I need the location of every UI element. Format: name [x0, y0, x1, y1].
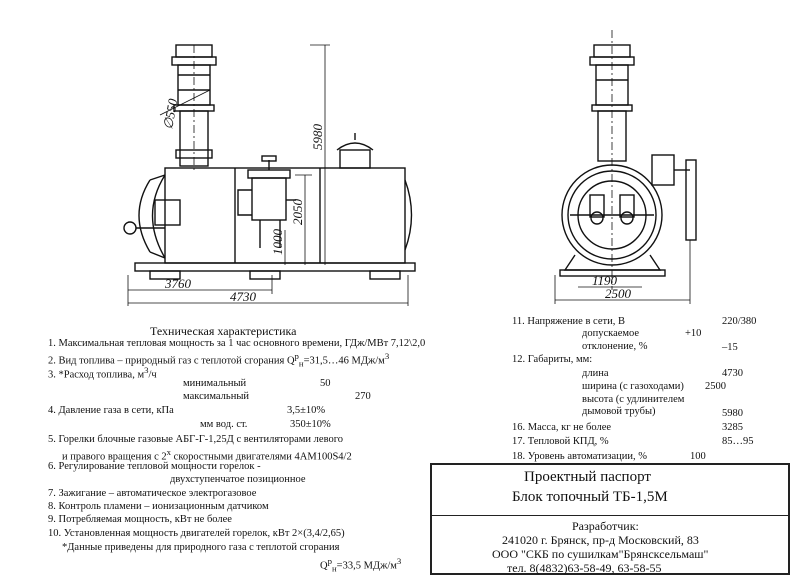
stamp-developer-label: Разработчик: [572, 519, 639, 533]
stamp-title-2: Блок топочный ТБ-1,5М [512, 489, 668, 505]
spec-allowable-label: допускаемое [582, 328, 640, 339]
stamp-organization: ООО "СКБ по сушилкам"Брянсксельмаш" [492, 547, 709, 561]
dim-length-3760: 3760 [164, 276, 192, 291]
spec-length-value: 4730 [722, 368, 743, 379]
spec-line-6b: двухступенчатое позиционное [170, 474, 306, 485]
spec-width-label: ширина (с газоходами) [582, 381, 684, 392]
spec-line-18: 18. Уровень автоматизации, % [512, 451, 648, 462]
spec-line-11: 11. Напряжение в сети, В [512, 316, 625, 327]
spec-kpa-value: 3,5±10% [287, 405, 326, 416]
dim-length-4730: 4730 [230, 289, 257, 304]
technical-drawing: ∅550 5980 2050 1000 3760 4730 1190 2500 [123, 30, 697, 306]
spec-deviation-label: отклонение, % [582, 341, 648, 352]
spec-plus10: +10 [685, 328, 702, 339]
spec-max-label: максимальный [183, 391, 249, 402]
spec-minus15: –15 [722, 342, 738, 353]
spec-line-2: 2. Вид топлива – природный газ с теплото… [48, 351, 390, 369]
spec-mm-value: 350±10% [290, 419, 331, 430]
spec-automation-value: 100 [690, 451, 706, 462]
spec-line-10: 10. Установленная мощность двигателей го… [48, 528, 345, 539]
spec-height-label: высота (с удлинителем [582, 394, 685, 405]
spec-line-4: 4. Давление газа в сети, кПа [48, 405, 174, 416]
spec-efficiency-value: 85…95 [722, 436, 754, 447]
spec-min-label: минимальный [183, 378, 247, 389]
spec-line-5b: и правого вращения с 2х скоростными двиг… [62, 447, 352, 463]
spec-line-1: 1. Максимальная тепловая мощность за 1 ч… [48, 338, 426, 349]
spec-line-12: 12. Габариты, мм: [512, 354, 593, 365]
spec-footnote-q: Qрн=33,5 МДж/м3 [320, 556, 402, 574]
dim-height-1000: 1000 [270, 229, 285, 256]
dim-diameter: ∅550 [160, 97, 180, 130]
dim-width-2500: 2500 [605, 286, 632, 301]
spec-footnote: *Данные приведены для природного газа с … [62, 542, 340, 553]
spec-mm-label: мм вод. ст. [200, 419, 248, 430]
spec-max-value: 270 [355, 391, 371, 402]
dim-height-2050: 2050 [290, 199, 305, 226]
dim-height-5980: 5980 [310, 124, 325, 151]
spec-line-9: 9. Потребляемая мощность, кВт не более [48, 514, 232, 525]
title-stamp: Проектный паспорт Блок топочный ТБ-1,5М … [430, 463, 790, 575]
spec-height-label2: дымовой трубы) [582, 406, 656, 417]
spec-mass-value: 3285 [722, 422, 743, 433]
spec-voltage-value: 220/380 [722, 316, 757, 327]
spec-line-16: 16. Масса, кг не более [512, 422, 612, 433]
stamp-address: 241020 г. Брянск, пр-д Московский, 83 [502, 533, 699, 547]
spec-height-value: 5980 [722, 408, 743, 419]
spec-line-3: 3. *Расход топлива, м3/ч [48, 365, 157, 381]
spec-line-8: 8. Контроль пламени – ионизационным датч… [48, 501, 269, 512]
spec-length-label: длина [582, 368, 609, 379]
stamp-divider [432, 515, 788, 516]
spec-min-value: 50 [320, 378, 331, 389]
spec-line-7: 7. Зажигание – автоматическое электрогаз… [48, 488, 257, 499]
dim-width-1190: 1190 [592, 273, 618, 288]
spec-line-17: 17. Тепловой КПД, % [512, 436, 609, 447]
stamp-title-1: Проектный паспорт [524, 469, 651, 485]
spec-line-6: 6. Регулирование тепловой мощности горел… [48, 461, 261, 472]
spec-width-value: 2500 [705, 381, 726, 392]
spec-title: Техническая характеристика [150, 324, 297, 338]
stamp-phone: тел. 8(4832)63-58-49, 63-58-55 [507, 561, 662, 575]
spec-line-5: 5. Горелки блочные газовые АБГ-Г-1,25Д с… [48, 434, 344, 445]
